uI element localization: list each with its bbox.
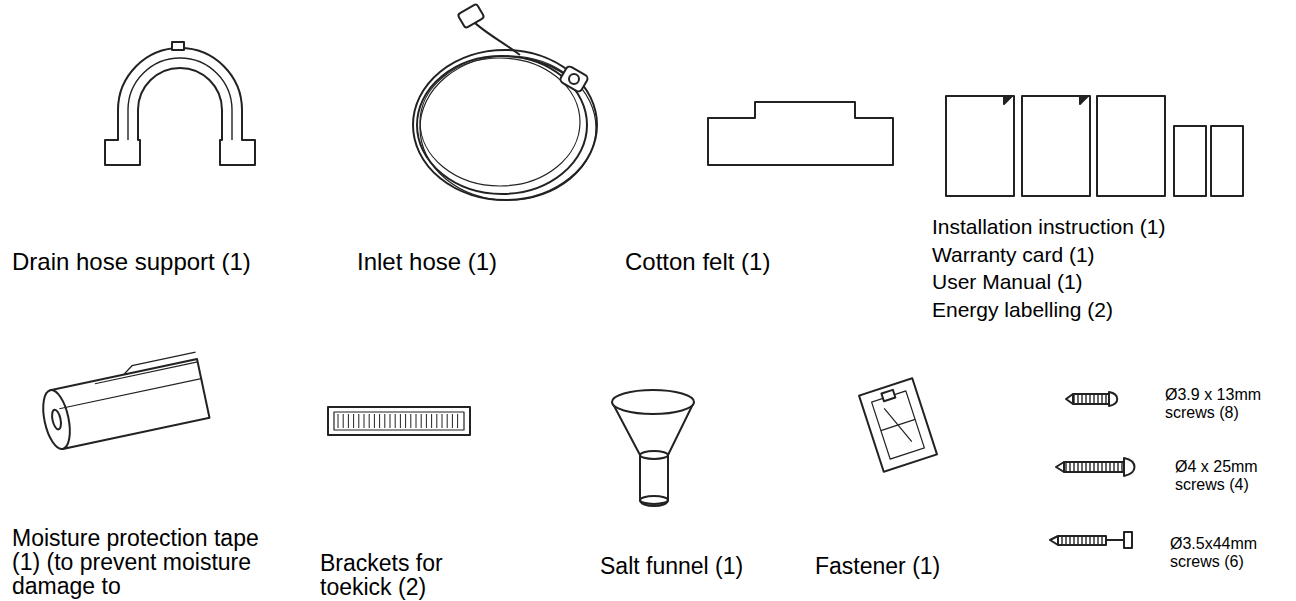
part-label: User Manual (1) — [932, 270, 1083, 294]
bracket-slot — [353, 414, 354, 428]
salt-funnel — [612, 390, 694, 506]
toekick-bracket — [328, 407, 470, 435]
drain-hose-support — [105, 42, 255, 165]
bracket-slot — [452, 414, 453, 428]
part-label: Cotton felt (1) — [625, 248, 770, 276]
part-label: Salt funnel (1) — [600, 553, 743, 579]
part-label: Brackets for toekick (2) — [320, 551, 470, 599]
part-label: Ø4 x 25mm screws (4) — [1175, 458, 1285, 495]
bracket-slot — [436, 414, 437, 428]
bracket-slot — [358, 414, 359, 428]
bracket-slot — [395, 414, 396, 428]
bracket-slot — [374, 414, 375, 428]
bracket-slot — [390, 414, 391, 428]
bracket-slot — [426, 414, 427, 428]
bracket-slot — [410, 414, 411, 428]
part-label: Warranty card (1) — [932, 243, 1095, 267]
part-label: Installation instruction (1) — [932, 215, 1165, 239]
bracket-slot — [343, 414, 344, 428]
bracket-slot — [416, 414, 417, 428]
bracket-slot — [405, 414, 406, 428]
part-label: Ø3.9 x 13mm screws (8) — [1165, 386, 1283, 423]
fastener — [859, 378, 937, 471]
bracket-slot — [442, 414, 443, 428]
part-label: Energy labelling (2) — [932, 298, 1113, 322]
part-label: Inlet hose (1) — [357, 248, 497, 276]
part-label: Ø3.5x44mm screws (6) — [1170, 535, 1288, 572]
bracket-slot — [421, 414, 422, 428]
bracket-slot — [431, 414, 432, 428]
part-label: Fastener (1) — [815, 553, 940, 579]
bracket-slot — [400, 414, 401, 428]
screw-25mm — [1056, 458, 1135, 476]
bracket-slot — [348, 414, 349, 428]
inlet-hose — [413, 4, 597, 200]
screw-13mm — [1066, 392, 1117, 406]
cotton-felt — [708, 102, 893, 165]
moisture-tape-roll — [37, 352, 209, 451]
bracket-slot — [364, 414, 365, 428]
bracket-slot — [369, 414, 370, 428]
part-label: Moisture protection tape (1) (to prevent… — [12, 526, 274, 598]
bracket-slot — [457, 414, 458, 428]
bracket-slot — [379, 414, 380, 428]
screw-44mm — [1050, 532, 1132, 548]
bracket-slot — [384, 414, 385, 428]
part-label: Drain hose support (1) — [12, 248, 251, 276]
bracket-slot — [447, 414, 448, 428]
document-set — [946, 96, 1243, 196]
bracket-slot — [338, 414, 339, 428]
